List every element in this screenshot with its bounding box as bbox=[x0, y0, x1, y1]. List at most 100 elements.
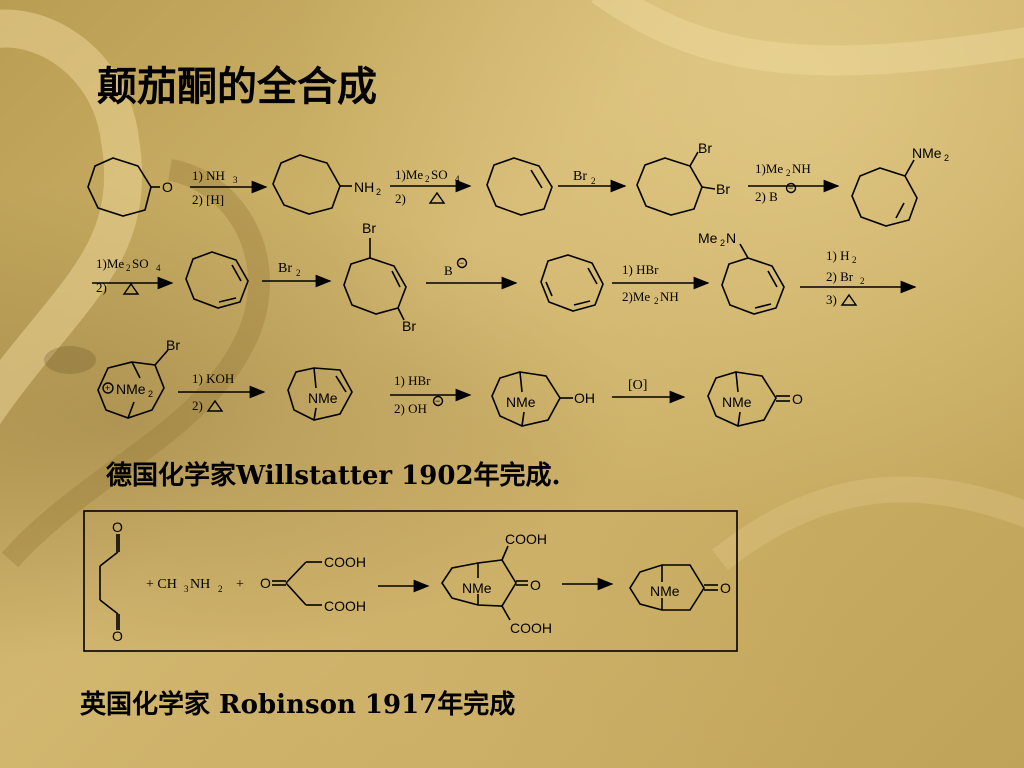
group-COOH: COOH bbox=[324, 598, 366, 614]
svg-text:N: N bbox=[726, 230, 736, 246]
cycloheptylamine-ring bbox=[272, 154, 341, 215]
atom-OH: OH bbox=[574, 390, 595, 406]
atom-NMe: NMe bbox=[912, 145, 942, 161]
atom-NMe: NMe bbox=[116, 381, 146, 397]
atom-Br: Br bbox=[362, 220, 376, 236]
condition-text: 1) HBr bbox=[394, 373, 431, 388]
condition-text: [O] bbox=[628, 378, 647, 393]
condition-text: 1)Me bbox=[96, 256, 124, 271]
atom-O: O bbox=[260, 575, 271, 591]
condition-text: 1) H bbox=[826, 248, 849, 263]
condition-text: 2) [H] bbox=[192, 192, 224, 207]
condition-text: 2) B bbox=[755, 189, 778, 204]
atom-MeN: Me bbox=[698, 230, 718, 246]
negative-charge-icon bbox=[785, 182, 797, 194]
heat-triangle-icon bbox=[122, 282, 140, 295]
cycloheptanone-ring bbox=[87, 157, 152, 217]
condition-text: 1)Me bbox=[395, 167, 423, 182]
dimethylaminocycloheptene-ring bbox=[851, 167, 918, 227]
svg-text:2: 2 bbox=[786, 168, 791, 178]
condition-text: 3) bbox=[826, 292, 837, 307]
robinson-caption: 英国化学家 Robinson 1917年完成 bbox=[80, 690, 516, 720]
svg-text:2: 2 bbox=[296, 268, 301, 278]
condition-text: 2) bbox=[96, 280, 107, 295]
heat-triangle-icon bbox=[428, 191, 446, 204]
condition-text: 1) NH bbox=[192, 168, 225, 183]
svg-text:NH: NH bbox=[792, 161, 811, 176]
heat-triangle-icon bbox=[206, 399, 224, 412]
dimethylaminocycloheptadiene-ring bbox=[721, 257, 785, 315]
svg-text:3: 3 bbox=[184, 584, 189, 594]
svg-text:2: 2 bbox=[591, 176, 596, 186]
cycloheptene-ring bbox=[486, 157, 553, 216]
group-COOH: COOH bbox=[324, 554, 366, 570]
condition-text: 2)Me bbox=[622, 289, 650, 304]
charge-minus: − bbox=[788, 183, 793, 193]
condition-text: 2) Br bbox=[826, 269, 854, 284]
svg-text:2: 2 bbox=[425, 174, 430, 184]
svg-text:4: 4 bbox=[455, 174, 460, 184]
willstatter-caption: 德国化学家Willstatter 1902年完成. bbox=[106, 461, 561, 491]
svg-text:2: 2 bbox=[860, 276, 865, 286]
svg-text:2: 2 bbox=[376, 187, 381, 197]
svg-text:SO: SO bbox=[132, 256, 149, 271]
svg-text:2: 2 bbox=[720, 238, 725, 248]
svg-text:2: 2 bbox=[126, 263, 131, 273]
robinson-synthesis-box bbox=[83, 510, 738, 652]
atom-NMe: NMe bbox=[308, 390, 338, 406]
atom-NH: NH bbox=[354, 179, 374, 195]
atom-NMe: NMe bbox=[462, 580, 492, 596]
svg-text:2: 2 bbox=[148, 389, 153, 399]
positive-charge-icon bbox=[102, 382, 114, 394]
charge-plus: + bbox=[105, 383, 110, 393]
atom-NMe: NMe bbox=[650, 583, 680, 599]
bromotropanium-skeleton bbox=[97, 361, 165, 419]
page-title: 颠茄酮的全合成 bbox=[97, 64, 377, 110]
group-COOH: COOH bbox=[505, 531, 547, 547]
svg-text:4: 4 bbox=[156, 263, 161, 273]
group-COOH: COOH bbox=[510, 620, 552, 636]
svg-text:SO: SO bbox=[431, 167, 448, 182]
svg-text:3: 3 bbox=[233, 175, 238, 185]
condition-text: 1)Me bbox=[755, 161, 783, 176]
atom-O: O bbox=[112, 519, 123, 535]
atom-O: O bbox=[720, 580, 731, 596]
svg-text:2: 2 bbox=[654, 296, 659, 306]
atom-O: O bbox=[792, 391, 803, 407]
atom-Br: Br bbox=[698, 140, 712, 156]
svg-text:2: 2 bbox=[852, 255, 857, 265]
condition-text: Br bbox=[278, 261, 292, 276]
plus-sign: + bbox=[236, 577, 244, 592]
condition-text: Br bbox=[573, 169, 587, 184]
negative-charge-icon bbox=[432, 395, 444, 407]
condition-text: 1) KOH bbox=[192, 371, 234, 386]
atom-Br: Br bbox=[166, 337, 180, 353]
atom-NMe: NMe bbox=[722, 394, 752, 410]
svg-text:NH: NH bbox=[190, 577, 210, 592]
dibromocycloheptene-ring bbox=[343, 257, 407, 315]
atom-Br: Br bbox=[402, 318, 416, 334]
atom-NMe: NMe bbox=[506, 394, 536, 410]
cycloheptatriene-ring bbox=[540, 254, 604, 312]
atom-O: O bbox=[530, 577, 541, 593]
negative-charge-icon bbox=[456, 257, 468, 269]
charge-minus: − bbox=[459, 258, 464, 268]
atom-O: O bbox=[162, 179, 173, 195]
svg-text:2: 2 bbox=[944, 153, 949, 163]
charge-minus: − bbox=[435, 396, 440, 406]
dibromocycloheptane-ring bbox=[636, 157, 703, 216]
condition-text: 2) OH bbox=[394, 401, 427, 416]
heat-triangle-icon bbox=[840, 293, 858, 306]
condition-text: B bbox=[444, 263, 453, 278]
svg-text:2: 2 bbox=[218, 584, 223, 594]
atom-O: O bbox=[112, 628, 123, 644]
condition-text: 2) bbox=[192, 398, 203, 413]
cycloheptadiene-ring bbox=[185, 251, 249, 309]
condition-text: 1) HBr bbox=[622, 262, 659, 277]
reagent-methylamine: + CH bbox=[146, 577, 177, 592]
atom-Br: Br bbox=[716, 181, 730, 197]
svg-text:NH: NH bbox=[660, 289, 679, 304]
